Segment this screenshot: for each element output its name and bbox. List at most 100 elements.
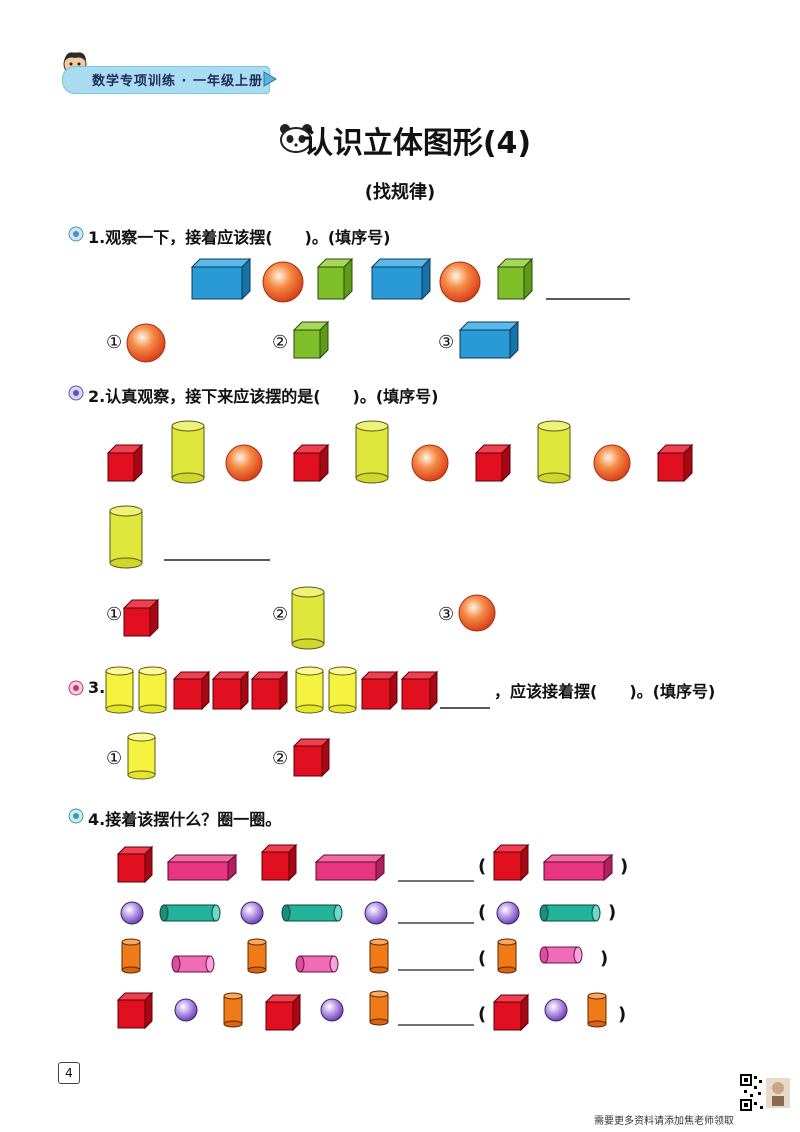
yellow-cylinder [295,666,324,714]
question-4-text: 4.接着该摆什么？圈一圈。 [88,810,282,829]
banner-arrow-icon [262,70,278,92]
orange-cylinder [223,992,243,1028]
red-cube [212,671,249,710]
question-4-bullet-icon [68,808,84,828]
red-cube [251,671,288,710]
question-1-option-2-label: ② [272,332,289,353]
choice-orange-cylinder [497,938,517,974]
page-subtitle: (找规律) [364,182,436,203]
option-1-red-cube [123,599,159,637]
question-2-sequence [107,420,693,650]
question-2-option-1-label: ① [106,604,123,625]
row-3-close-paren: ) [600,948,609,969]
choice-red-cube [493,844,529,881]
question-4-rows [117,844,613,1031]
orange-cylinder [369,990,389,1026]
choice-pink-cuboid [543,854,613,881]
row-1-open-paren: ( [478,856,487,877]
option-2-green-cube [292,320,330,360]
yellow-cylinder [109,505,143,569]
question-3-text: ，应该接着摆( )。(填序号) [494,682,716,701]
purple-sphere [320,998,344,1022]
question-2-option-2-label: ② [272,604,289,625]
footer-note: 需要更多资料请添加焦老师领取 [594,1116,734,1127]
question-3-option-2-label: ② [272,748,289,769]
option-2-red-cube [293,738,330,777]
row-2-open-paren: ( [478,902,487,923]
blue-cuboid [190,257,252,301]
row-3-open-paren: ( [478,948,487,969]
row-2-close-paren: ) [608,902,617,923]
page-title: 认识立体图形(4) [302,126,532,161]
red-cube [293,444,329,482]
panda-icon [278,122,314,158]
red-cube [657,444,693,482]
option-3-blue-cuboid [458,320,520,360]
choice-teal-cylinder [539,904,601,922]
question-3-option-1-label: ① [106,748,123,769]
green-cube [496,257,534,301]
teal-cylinder [159,904,221,922]
choice-orange-cylinder [587,992,607,1028]
question-3-sequence [105,666,490,780]
pink-cylinder [295,955,339,973]
green-cube [316,257,354,301]
yellow-cylinder [537,420,571,484]
red-cube [361,671,398,710]
orange-cylinder [369,938,389,974]
option-1-orange-sphere [126,323,166,363]
question-1-option-3-label: ③ [438,332,455,353]
question-1-bullet-icon [68,226,84,246]
option-3-orange-sphere [458,594,496,632]
pink-cylinder [171,955,215,973]
yellow-cylinder [328,666,357,714]
orange-sphere [262,261,304,303]
option-1-yellow-cylinder [127,732,156,780]
purple-sphere [120,901,144,925]
choice-pink-cylinder [539,946,583,964]
blue-cuboid [370,257,432,301]
option-2-yellow-cylinder [291,586,325,650]
red-cube [261,844,297,881]
question-3-bullet-icon [68,680,84,700]
choice-purple-sphere [544,998,568,1022]
red-cube [475,444,511,482]
purple-sphere [240,901,264,925]
orange-sphere [225,444,263,482]
orange-cylinder [121,938,141,974]
teal-cylinder [281,904,343,922]
choice-purple-sphere [496,901,520,925]
pink-cuboid [167,854,237,881]
yellow-cylinder [171,420,205,484]
orange-cylinder [247,938,267,974]
yellow-cylinder [105,666,134,714]
red-cube [117,992,153,1029]
question-2-option-3-label: ③ [438,604,455,625]
red-cube [265,994,301,1031]
question-3-number: 3. [88,678,106,697]
yellow-cylinder [138,666,167,714]
qr-code-icon [740,1074,794,1112]
orange-sphere [439,261,481,303]
orange-sphere [411,444,449,482]
purple-sphere [364,901,388,925]
orange-sphere [593,444,631,482]
question-2-text: 2.认真观察，接下来应该摆的是( )。(填序号) [88,387,439,406]
red-cube [117,846,153,883]
row-1-close-paren: ) [620,856,629,877]
row-4-open-paren: ( [478,1004,487,1025]
red-cube [401,671,438,710]
header-series-label: 数学专项训练 · 一年级上册 [92,74,263,89]
question-1-sequence [126,257,630,363]
question-2-bullet-icon [68,385,84,405]
pink-cuboid [315,854,385,881]
red-cube [107,444,143,482]
red-cube [173,671,210,710]
row-4-close-paren: ) [618,1004,627,1025]
yellow-cylinder [355,420,389,484]
question-1-text: 1.观察一下，接着应该摆( )。(填序号) [88,228,391,247]
purple-sphere [174,998,198,1022]
page-number: 4 [58,1062,80,1084]
question-1-option-1-label: ① [106,332,123,353]
choice-red-cube [493,994,529,1031]
